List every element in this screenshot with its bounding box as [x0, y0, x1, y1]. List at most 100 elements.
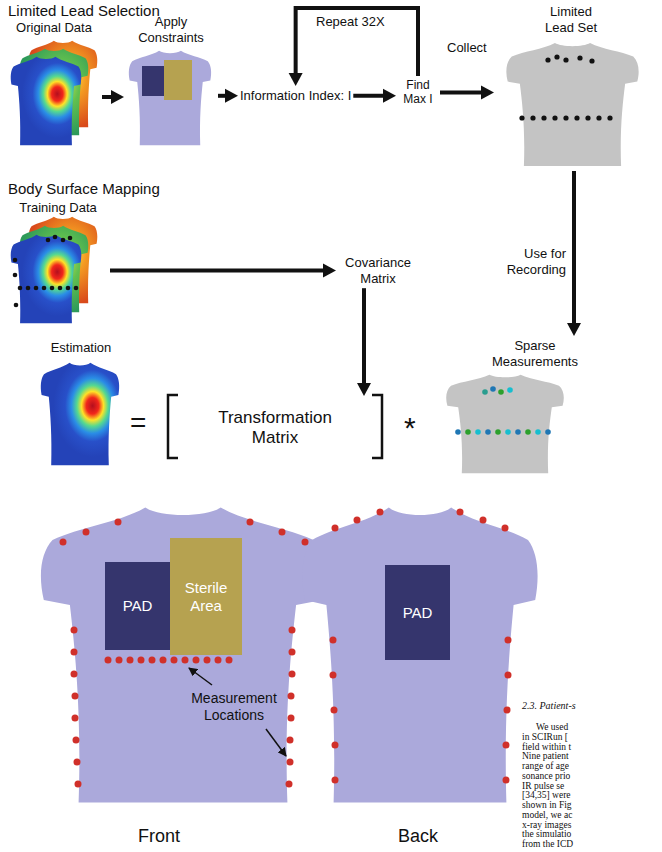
- measurement-dot: [75, 781, 82, 788]
- section-heading: Limited Lead Selection: [8, 2, 160, 20]
- arrow-head: [225, 89, 238, 103]
- measurement-dot: [332, 777, 339, 784]
- measurement-dot: [288, 715, 295, 722]
- matrix-bracket: [372, 395, 382, 458]
- arrow-head: [481, 85, 494, 99]
- flow-arrow: [218, 89, 238, 103]
- image-panel: Original Data: [8, 20, 100, 148]
- pad-region: PAD: [385, 565, 450, 660]
- training-data-stack: [13, 258, 18, 263]
- measurement-dot: [74, 759, 81, 766]
- measurement-dot: [331, 707, 338, 714]
- measurement-dot: [116, 657, 123, 664]
- arrow-shaft: [440, 90, 484, 94]
- limited-lead-torso: [585, 115, 590, 120]
- measurement-dot: [330, 672, 337, 679]
- constraint-torso: [129, 51, 211, 145]
- measurement-dot: [105, 657, 112, 664]
- measurement-dot: [289, 649, 296, 656]
- paper-text: We used: [536, 723, 568, 733]
- training-data-stack: [11, 217, 98, 324]
- node-text: Sparse Measurements: [490, 338, 580, 369]
- sparse-torso: [490, 386, 496, 392]
- measurement-dot: [302, 539, 309, 546]
- limited-lead-torso: [563, 57, 568, 62]
- paper-text: shown in Fig: [522, 801, 572, 811]
- node-text: Limited Lead Set: [536, 4, 606, 35]
- original-data-stack: [11, 41, 98, 146]
- paper-text: model, we ac: [522, 811, 572, 821]
- leader-line: [189, 668, 212, 685]
- arrow-head: [383, 89, 396, 103]
- limited-lead-torso: [545, 57, 550, 62]
- node-text: PAD: [403, 604, 433, 622]
- measurement-dot: [503, 742, 510, 749]
- matrix-bracket: [168, 395, 178, 458]
- flow-arrow: [357, 288, 371, 396]
- measurement-dot: [287, 759, 294, 766]
- measurement-dot: [503, 777, 510, 784]
- training-data-stack: [61, 238, 66, 243]
- flow-arrow: [102, 90, 124, 104]
- measurement-dot: [279, 529, 286, 536]
- flow-arrow: [440, 85, 494, 99]
- measurement-dot: [72, 715, 79, 722]
- sparse-torso: [515, 429, 521, 435]
- node-text: Original Data: [8, 20, 100, 36]
- training-data-stack: [46, 238, 51, 243]
- sparse-torso: [498, 389, 504, 395]
- paper-text: Nine patient: [522, 752, 569, 762]
- arrow-head: [323, 264, 336, 278]
- limited-lead-torso: [506, 43, 638, 166]
- measurement-dot: [171, 657, 178, 664]
- node-text: Covariance Matrix: [338, 255, 418, 286]
- paper-text: IR pulse se: [522, 782, 564, 792]
- paper-text: [34,35] were: [522, 791, 571, 801]
- measurement-dot: [73, 737, 80, 744]
- node-text: Estimation: [36, 340, 126, 356]
- paper-text: sonance prio: [522, 772, 570, 782]
- measurement-dot: [247, 519, 254, 526]
- measurement-dot: [160, 657, 167, 664]
- measurement-dot: [480, 517, 487, 524]
- flow-arrow: [567, 171, 581, 336]
- measurement-dot: [457, 509, 464, 516]
- training-data-stack: [66, 286, 71, 291]
- limited-lead-torso: [541, 115, 546, 120]
- training-data-stack: [14, 303, 19, 308]
- process-label: Find Max I: [398, 78, 438, 107]
- back-torso: [302, 508, 537, 803]
- matrix-bracket: [168, 395, 382, 458]
- paper-text: field within t: [522, 743, 571, 753]
- original-data-stack: [11, 57, 82, 146]
- sterile-region: Sterile Area: [170, 538, 242, 655]
- front-torso: [41, 508, 325, 803]
- limited-lead-torso: [554, 54, 559, 59]
- measurement-dot: [288, 693, 295, 700]
- sparse-torso: [505, 429, 511, 435]
- process-label: Covariance Matrix: [338, 255, 418, 286]
- limited-lead-torso: [574, 115, 579, 120]
- image-panel: Sparse Measurements: [440, 338, 580, 478]
- measurement-dot: [138, 657, 145, 664]
- training-data-stack: [74, 286, 79, 291]
- measurement-dot: [204, 657, 211, 664]
- sparse-torso: [465, 429, 471, 435]
- training-data-stack: [18, 286, 23, 291]
- training-data-stack: [50, 286, 55, 291]
- sparse-torso: [545, 429, 551, 435]
- image-panel: Limited Lead Set: [496, 4, 646, 169]
- node-text: Transformation Matrix: [210, 408, 340, 449]
- view-label: Front: [138, 826, 180, 848]
- measurement-dot: [83, 529, 90, 536]
- limited-lead-torso: [596, 115, 601, 120]
- measurement-dot: [505, 672, 512, 679]
- measurement-dot: [115, 519, 122, 526]
- paper-text: from the ICD: [522, 840, 573, 850]
- operator-symbol: =: [130, 406, 146, 440]
- measurement-dot: [505, 637, 512, 644]
- view-label: Back: [398, 826, 438, 848]
- limited-lead-torso: [506, 43, 638, 166]
- limited-lead-torso: [577, 55, 582, 60]
